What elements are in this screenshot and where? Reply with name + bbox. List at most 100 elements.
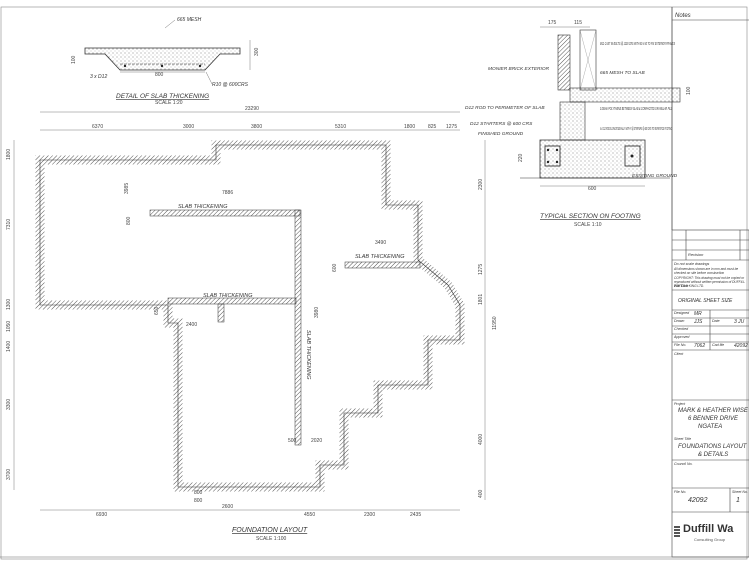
plan-left-dim-6: 3300 [6, 399, 12, 410]
tb-sheet-title-line-2: & DETAILS [698, 452, 729, 458]
plan-left-dim-2: 7310 [6, 219, 12, 230]
tb-notice-2: All dimensions shown are in mm and must … [674, 267, 739, 275]
plan-inner-dim-1: 7886 [222, 190, 233, 196]
tb-sheet-size: ORIGINAL SHEET SIZE [678, 298, 733, 304]
internal-thickening-1 [149, 209, 301, 217]
plan-title: FOUNDATION LAYOUT [232, 527, 308, 534]
tb-council-label: Council No. [674, 462, 693, 466]
plan-left-dim-4: 1050 [6, 321, 12, 332]
plan-scale: SCALE 1:100 [256, 536, 287, 542]
plan-inner-dim-11: 800 [194, 498, 203, 504]
plan-label-2: SLAB THICKENING [305, 330, 311, 380]
plan-inner-dim-2: 3490 [375, 240, 386, 246]
slab-thickening-detail: 665 MESH 3 x D12 800 300 100 R10 @ 600CR… [71, 17, 260, 106]
tb-job-no: 42092 [688, 497, 708, 504]
tb-copyright: COPYRIGHT: This drawing must not be copi… [674, 276, 745, 288]
tb-project-line-2: 6 BENNER DRIVE [688, 416, 739, 422]
plan-left-dim-1: 1800 [6, 149, 12, 160]
plan-inner-dim-7: 2020 [311, 438, 322, 444]
footing-rod-label: D12 ROD TO PERIMETER OF SLAB [465, 105, 545, 111]
tb-approved-label: Approved [674, 335, 690, 339]
slab-mesh-label: 665 MESH [177, 17, 202, 23]
footing-rods-label: 4 x D12 RODS LONGITUDINALLY WITH R @ STI… [600, 126, 672, 132]
plan-inner-dim-6: 600 [332, 263, 338, 272]
plan-inner-dim-8: 3985 [124, 183, 130, 194]
plan-label-4: SLAB THICKENING [203, 293, 253, 299]
tb-date: 3 JU [734, 319, 745, 325]
plan-right-dim-6: 400 [478, 489, 484, 498]
internal-thickening-4 [167, 297, 297, 305]
plan-inner-dim-10: 500 [288, 438, 297, 444]
tb-project-line-1: MARK & HEATHER WISE [678, 408, 748, 414]
slab-ties-label: R10 @ 600CRS [212, 82, 249, 88]
plan-top-dim-7: 1275 [446, 124, 457, 130]
plan-bottom-dim-5: 2300 [364, 512, 375, 518]
tb-designed-label: Designed [674, 311, 690, 315]
plan-bottom-dim-6: 2435 [410, 512, 421, 518]
slab-width-dim: 800 [155, 72, 164, 78]
footing-existing-label: EXISTING GROUND [632, 173, 678, 179]
plan-inner-dim-3: 2400 [186, 322, 197, 328]
internal-thickening-3 [344, 261, 421, 269]
plan-bottom-dim-3: 2600 [222, 504, 233, 510]
tb-sheet-no: 1 [736, 497, 740, 504]
internal-thickening-2 [294, 209, 302, 446]
tb-designed: MR [694, 311, 702, 317]
tb-revision-label: Revision [688, 252, 704, 257]
footing-section: 175 115 M12 CAST IN BOLTS @ 1200 CRS WIT… [465, 20, 692, 228]
footing-depth-dim: 220 [518, 153, 524, 162]
floor-slab [569, 87, 681, 103]
footing-mesh-label: 665 MESH TO SLAB [600, 70, 646, 76]
slab-section [84, 47, 241, 71]
plan-left-dim-5: 1400 [6, 341, 12, 352]
footing-bolts-label: M12 CAST IN BOLTS @ 1200 CRS WITH 50 x 5… [600, 41, 675, 47]
plan-inner-dim-5: 650 [154, 306, 160, 315]
plan-right-dim-4: 11950 [492, 316, 498, 330]
plan-right-dim-1: 2300 [478, 179, 484, 190]
tb-project-label: Project [674, 402, 686, 406]
tb-notice-1: Do not scale drawings [674, 262, 710, 266]
plan-left-dim-3: 1300 [6, 299, 12, 310]
footing-title: TYPICAL SECTION ON FOOTING [540, 213, 641, 220]
footing-exterior-label: MONIER BRICK EXTERIOR [488, 66, 550, 72]
tb-client-label: Client [674, 352, 684, 356]
tb-project-line-3: NGATEA [698, 424, 723, 430]
tb-file-no: 7062 [694, 343, 706, 349]
plan-right-dim-3: 1801 [478, 294, 484, 305]
tb-file-no-label: File No. [674, 343, 687, 347]
plan-top-dim-6: 825 [428, 124, 437, 130]
slab-edge-dim: 100 [71, 55, 77, 64]
plan-bottom-dim-1: 6930 [96, 512, 107, 518]
tb-cad: 42092 [734, 343, 748, 349]
footing-dim-b: 115 [574, 20, 582, 26]
plan-inner-dim-4: 800 [126, 216, 132, 225]
plan-right-dim-2: 1275 [478, 264, 484, 275]
plan-label-1: SLAB THICKENING [178, 204, 228, 210]
plan-top-dim-1: 6370 [92, 124, 103, 130]
tb-sheet-no-label: Sheet No. [732, 490, 748, 494]
slab-detail-title: DETAIL OF SLAB THICKENING [116, 93, 209, 100]
logo-mark-icon [674, 526, 680, 538]
tb-cad-label: Cad file [712, 343, 725, 347]
tb-sheet-title-line-1: FOUNDATIONS LAYOUT [678, 444, 747, 450]
plan-inner-dim-9: 3980 [314, 307, 320, 318]
tb-drawn: JJS [694, 319, 703, 325]
plan-top-dim-5: 1800 [404, 124, 415, 130]
logo-name: Duffill Wa [683, 523, 734, 535]
brick-veneer [557, 34, 571, 91]
footing-scale: SCALE 1:10 [574, 222, 602, 228]
footing-starters-label: D12 STARTERS @ 600 CRS [470, 121, 533, 127]
plan-label-3: SLAB THICKENING [355, 254, 405, 260]
sheet-border [0, 6, 748, 560]
tb-drawn-label: Drawn [674, 319, 685, 323]
plan-bottom-dim-2: 800 [194, 490, 203, 496]
logo-subtitle: Consulting Group [694, 537, 726, 542]
slab-depth-dim: 300 [254, 47, 260, 56]
foundation-plan: SLAB THICKENING SLAB THICKENING SLAB THI… [6, 106, 498, 542]
footing-dim-a: 175 [548, 20, 557, 26]
slab-bars-label: 3 x D12 [90, 74, 107, 80]
plan-top-dim-2: 3000 [183, 124, 194, 130]
tb-date-label: Date [712, 319, 720, 323]
tb-checked-label: Checked [674, 327, 689, 331]
